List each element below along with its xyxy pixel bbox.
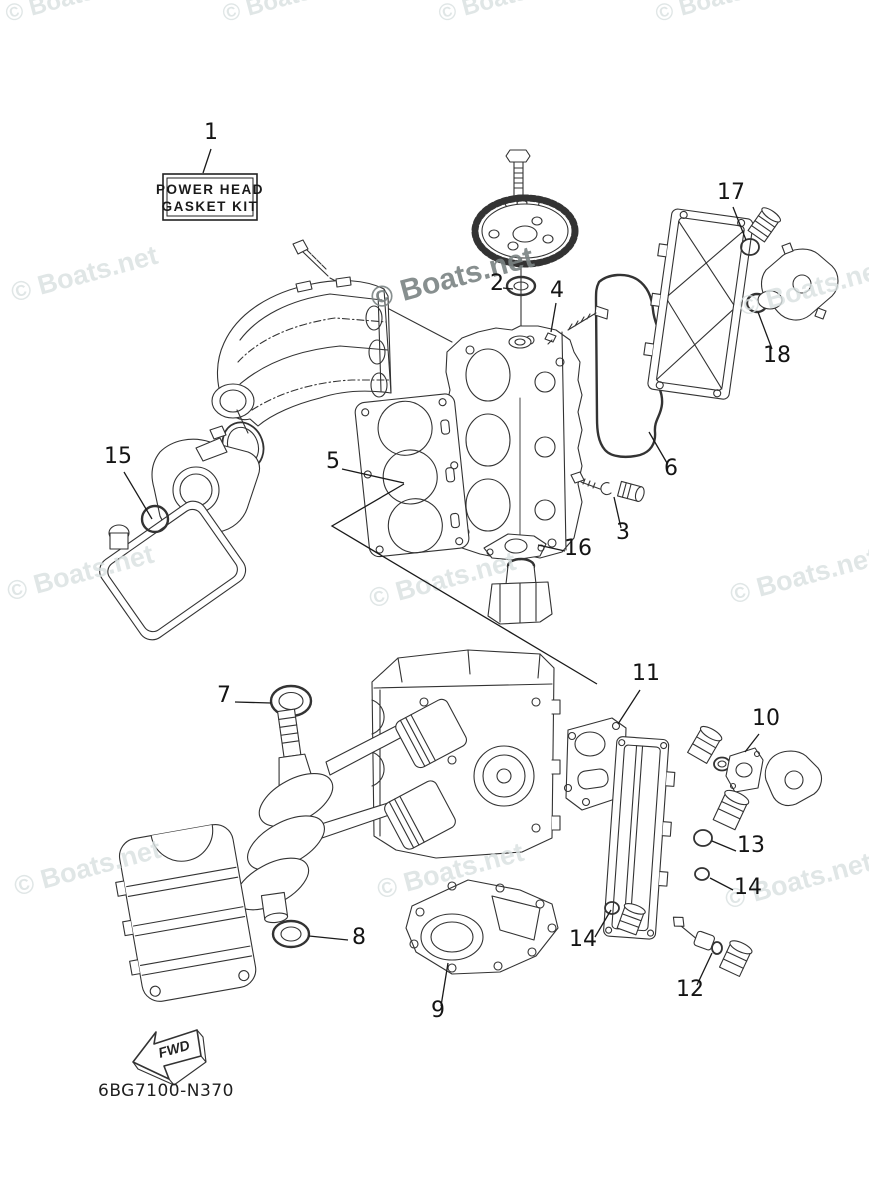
boats-net-watermark: © Boats.net (436, 0, 572, 28)
exhaust-cover-drawing (643, 208, 754, 400)
leader-line-part-5 (330, 483, 598, 685)
leader-line-part-14 (709, 877, 734, 891)
intake-manifold-drawing (211, 276, 392, 434)
small-cover-drawing (764, 750, 823, 807)
boats-net-watermark: © Boats.net (367, 241, 537, 316)
thermostat-housing-drawing (487, 557, 553, 625)
leader-line-part-9 (440, 962, 449, 1007)
plug-left-drawing (616, 902, 646, 936)
leader-line-part-7 (234, 701, 272, 704)
leader-line-part-2 (502, 287, 514, 290)
anode-plug-drawing (687, 725, 723, 764)
bolt-4-drawing (544, 305, 609, 345)
plug-13-drawing (712, 789, 750, 831)
part-number-18[interactable]: 18 (763, 343, 791, 368)
bolt-3-drawing (570, 471, 645, 502)
pan-gasket-9-drawing (405, 879, 559, 975)
leader-line-part-10 (744, 733, 760, 753)
leader-line-part-5 (341, 468, 405, 484)
leader-line-part-12 (696, 952, 713, 986)
part-number-1[interactable]: 1 (204, 120, 218, 145)
part-number-4[interactable]: 4 (550, 278, 564, 303)
thermostat-cover-drawing (757, 242, 839, 321)
bleed-bolt-drawing (672, 916, 715, 951)
boats-net-watermark: © Boats.net (220, 0, 356, 28)
exhaust-plate-drawing (603, 736, 676, 940)
camshaft-bolt-drawing (505, 149, 531, 197)
part-number-10[interactable]: 10 (752, 706, 780, 731)
boats-net-watermark: © Boats.net (653, 0, 789, 28)
part-number-6[interactable]: 6 (664, 456, 678, 481)
part-number-14[interactable]: 14 (569, 927, 597, 952)
part-number-9[interactable]: 9 (431, 998, 445, 1023)
leader-line-part-18 (757, 311, 773, 350)
o-ring-12-drawing (711, 941, 723, 955)
leader-line-part-3 (613, 496, 622, 529)
float-cover-drawing (99, 500, 247, 641)
part-number-5[interactable]: 5 (326, 449, 340, 474)
part-number-2[interactable]: 2 (490, 271, 504, 296)
cylinder-head-drawing (445, 325, 583, 561)
leader-line-part-6 (648, 431, 668, 464)
leader-line-part-13 (711, 840, 737, 852)
oil-seal-8-drawing (271, 919, 311, 949)
o-ring-17-drawing (740, 238, 760, 256)
part-number-15[interactable]: 15 (104, 444, 132, 469)
part-number-13[interactable]: 13 (737, 833, 765, 858)
plug-12-drawing (718, 940, 753, 977)
leader-line-part-8 (308, 935, 349, 941)
leader-line-part-11 (617, 689, 641, 725)
part-number-16[interactable]: 16 (564, 536, 592, 561)
part-number-17[interactable]: 17 (717, 180, 745, 205)
boats-net-watermark: © Boats.net (3, 0, 139, 28)
part-number-11[interactable]: 11 (632, 661, 660, 686)
leader-line-part-1 (202, 148, 212, 174)
kit-label-line2: GASKET KIT (162, 199, 259, 214)
kit-label-line1: POWER HEAD (156, 182, 264, 197)
boats-net-watermark: © Boats.net (727, 542, 869, 610)
crankcase-drawing (115, 823, 257, 1002)
part-number-7[interactable]: 7 (217, 683, 231, 708)
o-ring-15-drawing (140, 504, 170, 534)
leader-line-part-17 (732, 206, 747, 241)
oil-seal-2-drawing (505, 275, 537, 297)
o-ring-13-drawing (693, 829, 713, 847)
o-ring-14-right-drawing (694, 867, 710, 881)
timing-gear-drawing (471, 194, 579, 268)
o-ring-14-left-drawing (604, 901, 620, 915)
part-number-14[interactable]: 14 (734, 875, 762, 900)
plug-17-drawing (747, 207, 782, 243)
leader-line-part-15 (123, 471, 153, 520)
kit-label-box: POWER HEAD GASKET KIT (156, 173, 264, 221)
thermostat-gasket-16-drawing (483, 533, 547, 561)
diagram-code: 6BG7100-N370 (98, 1081, 234, 1101)
head-gasket-drawing (354, 393, 470, 558)
gasket-10-drawing (725, 747, 764, 793)
crankshaft-drawing (234, 698, 468, 924)
fwd-arrow: FWD (132, 1029, 207, 1086)
part-number-12[interactable]: 12 (676, 977, 704, 1002)
boats-net-watermark: © Boats.net (8, 240, 161, 308)
leader-line-part-16 (537, 544, 566, 552)
leader-line-part-14 (594, 909, 612, 938)
part-number-8[interactable]: 8 (352, 925, 366, 950)
part-number-3[interactable]: 3 (616, 520, 630, 545)
leader-line-part-4 (550, 302, 557, 333)
